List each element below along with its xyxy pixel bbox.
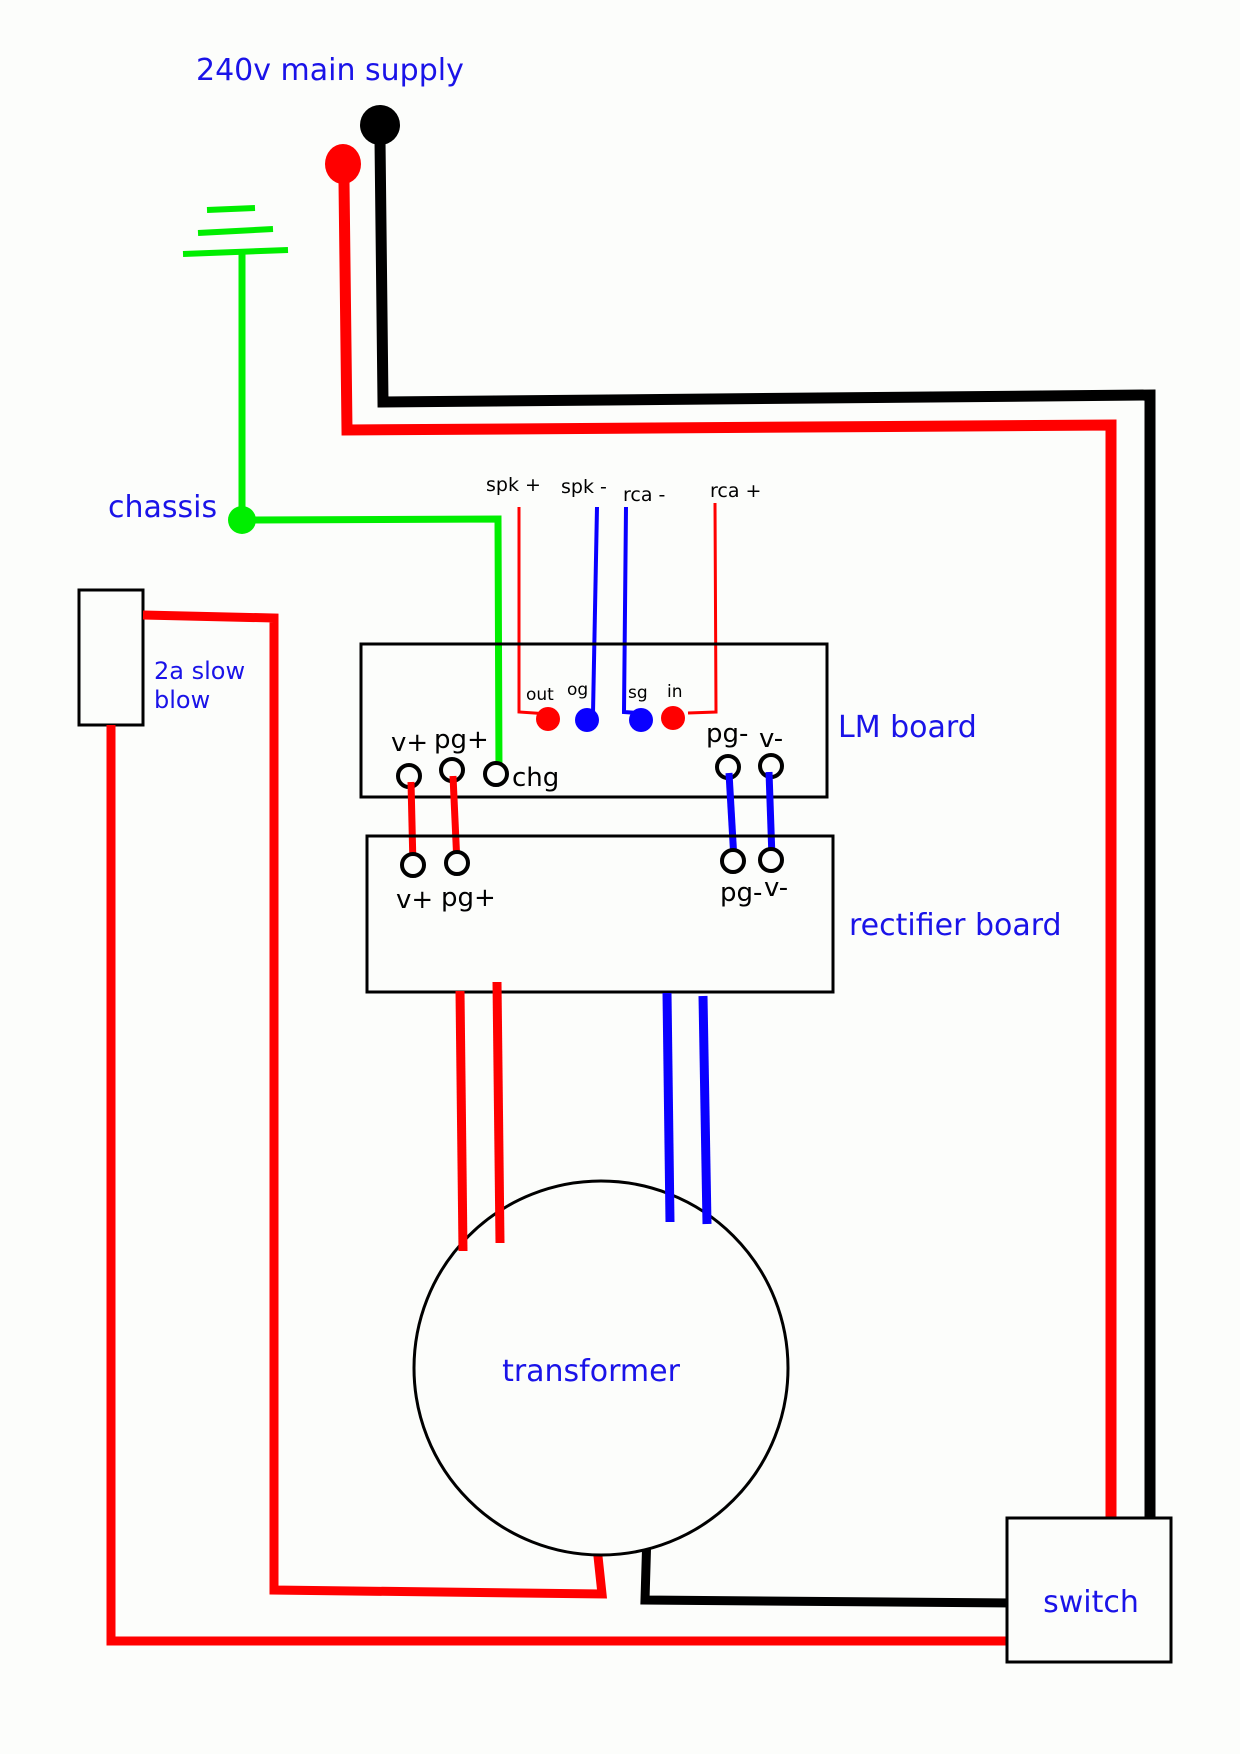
transformer-to-switch-black-wire — [640, 1531, 1016, 1608]
rect-v-minus-label: v- — [764, 873, 788, 903]
chassis-ground: chassis — [108, 205, 503, 773]
lm-board-outline — [359, 642, 829, 799]
rectifier-board-outline — [365, 834, 835, 994]
pad-out-label: out — [526, 685, 554, 705]
lm-signal-pads: out og sg in — [526, 680, 685, 732]
switch-body — [1005, 1516, 1173, 1664]
fuse-label-line2: blow — [154, 686, 210, 714]
transformer-body — [412, 1179, 790, 1557]
secondary-wires — [455, 981, 712, 1252]
spk-minus-label: spk - — [561, 476, 607, 498]
secondary-red-wire-2 — [492, 981, 505, 1244]
lm-v-plus-label: v+ — [391, 728, 428, 758]
spk-minus-wire — [591, 506, 599, 714]
rect-v-plus-label: v+ — [396, 885, 433, 915]
lm-board-label: LM board — [838, 710, 977, 745]
pg-minus-link-wire — [725, 772, 738, 861]
pad-sg-label: sg — [628, 683, 648, 703]
ground-symbol-icon — [182, 205, 289, 257]
pad-in-label: in — [667, 682, 683, 702]
fuse-label-line1: 2a slow — [154, 657, 245, 685]
secondary-blue-wire-2 — [698, 995, 712, 1225]
rect-terminal-pg-minus — [720, 848, 746, 874]
mains-neutral-terminal — [325, 144, 361, 184]
secondary-blue-wire-1 — [662, 992, 675, 1223]
fuse-to-transformer-red-wire — [142, 610, 608, 1599]
main-supply-label: 240v main supply — [196, 53, 464, 88]
pad-sg — [629, 708, 653, 732]
v-plus-link-wire — [407, 781, 417, 867]
lm-pg-minus-label: pg- — [706, 719, 748, 749]
rect-terminal-v-minus — [758, 847, 784, 873]
lm-board: LM board out og sg in v+ pg+ chg pg- v- — [359, 642, 977, 799]
mains-black-wire — [374, 139, 1156, 1530]
chassis-node — [228, 506, 256, 534]
transformer-label: transformer — [502, 1354, 681, 1389]
rectifier-board-label: rectifier board — [849, 908, 1062, 943]
fuse-body — [77, 588, 145, 727]
rca-minus-label: rca - — [623, 484, 665, 506]
mains-red-wire — [338, 181, 1117, 1530]
rectifier-terminals — [400, 847, 784, 878]
lm-pg-plus-label: pg+ — [434, 725, 489, 755]
switch: switch — [1005, 1516, 1173, 1664]
chassis-label: chassis — [108, 490, 217, 525]
v-minus-link-wire — [765, 771, 776, 859]
primary-circuit-wires — [106, 610, 1016, 1646]
fuse: 2a slow blow — [77, 588, 245, 727]
lm-chg-label: chg — [512, 763, 559, 793]
pad-og — [575, 708, 599, 732]
rect-terminal-pg-plus — [444, 850, 470, 876]
board-links — [407, 771, 776, 867]
rect-pg-plus-label: pg+ — [441, 883, 496, 913]
transformer: transformer — [412, 1179, 790, 1557]
pad-out — [536, 707, 560, 731]
signal-wires: spk + spk - rca - rca + — [486, 474, 761, 716]
rect-terminal-v-plus — [400, 852, 426, 878]
pad-og-label: og — [567, 680, 588, 700]
chassis-to-chg-wire — [241, 515, 503, 773]
rect-pg-minus-label: pg- — [720, 878, 762, 908]
spk-plus-label: spk + — [486, 474, 541, 496]
pad-in — [661, 706, 685, 730]
rca-plus-label: rca + — [710, 480, 761, 502]
rectifier-board: rectifier board v+ pg+ pg- v- — [365, 834, 1062, 994]
switch-label: switch — [1043, 1585, 1139, 1620]
fuse-to-switch-red-wire — [106, 725, 1013, 1646]
mains-live-terminal — [360, 105, 400, 145]
mains-wires — [338, 139, 1156, 1530]
pg-plus-link-wire — [449, 775, 461, 865]
rca-plus-wire — [687, 502, 718, 715]
lm-terminal-chg — [483, 761, 509, 787]
mains-supply: 240v main supply — [196, 53, 464, 184]
spk-plus-wire — [517, 507, 550, 716]
secondary-red-wire-1 — [455, 990, 468, 1252]
lm-v-minus-label: v- — [759, 724, 783, 754]
